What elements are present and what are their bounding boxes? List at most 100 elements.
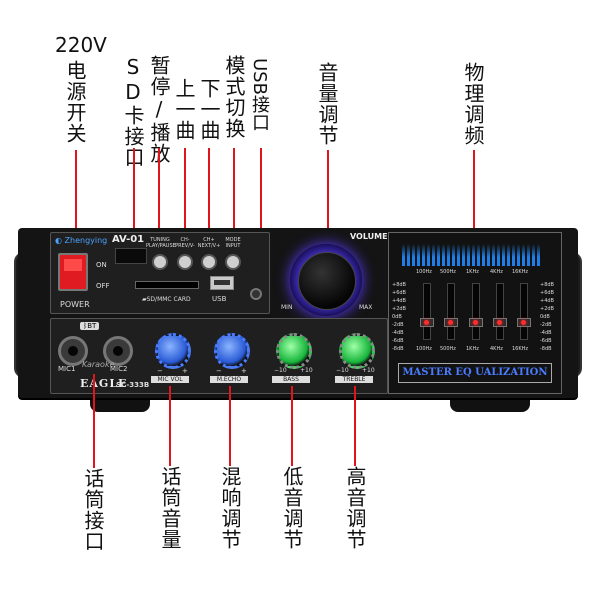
eq-freq-top-16k: 16KHz xyxy=(512,269,529,275)
eq-led-500hz xyxy=(448,320,453,325)
volume-min-label: MIN xyxy=(281,304,293,311)
eq-slider-4khz[interactable] xyxy=(496,283,504,340)
play-pause-button[interactable] xyxy=(152,254,168,270)
leader-pause xyxy=(158,148,160,258)
leader-mode xyxy=(233,148,235,258)
volume-knob[interactable] xyxy=(298,252,356,310)
power-on-label: ON xyxy=(96,261,107,269)
sd-card-label: ▰SD/MMC CARD xyxy=(142,296,191,303)
next-button[interactable] xyxy=(201,254,217,270)
mic1-jack[interactable] xyxy=(58,336,88,366)
brand-logo: ◐ Zhengying xyxy=(55,236,108,245)
leader-power xyxy=(75,150,77,258)
treble-plus: +10 xyxy=(362,367,375,374)
callout-eq: 物理调频 xyxy=(461,62,485,146)
echo-knob[interactable] xyxy=(214,333,250,369)
eq-freq-bottom-16k: 16KHz xyxy=(512,346,529,352)
bass-plus: +10 xyxy=(300,367,313,374)
sd-card-slot[interactable] xyxy=(135,281,199,289)
karaoke-script: Karaoke xyxy=(82,360,115,369)
eq-freq-top-1k: 1KHz xyxy=(466,269,479,275)
volume-label: VOLUME xyxy=(350,232,388,241)
treble-minus: −10 xyxy=(336,367,349,374)
callout-volume: 音量调节 xyxy=(315,62,339,146)
mic1-label: MIC1 xyxy=(58,365,76,373)
treble-label: TREBLE xyxy=(335,376,373,383)
leader-treble xyxy=(354,386,356,466)
aux-jack[interactable] xyxy=(250,288,262,300)
mic2-label: MIC2 xyxy=(110,365,128,373)
button-label-next: CH+ NEXT/V+ xyxy=(197,237,221,249)
bt-badge: ᛒBT xyxy=(80,322,100,330)
leader-mic-vol xyxy=(169,386,171,466)
eq-freq-bottom-100: 100Hz xyxy=(416,346,432,352)
leader-mic-jack xyxy=(93,374,95,468)
bluetooth-icon: ᛒ xyxy=(83,322,88,330)
mic-vol-minus: − xyxy=(157,367,163,375)
mic-vol-label: MIC VOL xyxy=(151,376,189,383)
bass-knob[interactable] xyxy=(276,333,312,369)
callout-echo: 混响调节 xyxy=(218,466,242,550)
leader-eq xyxy=(473,150,475,240)
mic-vol-knob[interactable] xyxy=(155,333,191,369)
eq-freq-top-500: 500Hz xyxy=(440,269,456,275)
eq-slider-16khz[interactable] xyxy=(520,283,528,340)
spectrum-display xyxy=(402,244,540,266)
callout-prev: 上一曲 xyxy=(172,78,196,141)
eq-freq-bottom-4k: 4KHz xyxy=(490,346,503,352)
eq-title: MASTER EQ UALIZATION xyxy=(398,363,552,383)
leader-next xyxy=(208,148,210,258)
mic-vol-plus: + xyxy=(182,367,188,375)
power-off-label: OFF xyxy=(96,282,110,290)
eq-slider-500hz[interactable] xyxy=(447,283,455,340)
eq-led-4khz xyxy=(497,320,502,325)
callout-power-switch: 电源开关 xyxy=(63,60,87,144)
leader-sd xyxy=(133,148,135,280)
button-label-mode: MODE INPUT xyxy=(225,237,241,249)
power-switch[interactable] xyxy=(58,253,88,291)
eq-led-1khz xyxy=(473,320,478,325)
brand-icon: ◐ xyxy=(55,236,65,245)
leader-prev xyxy=(184,148,186,258)
echo-minus: − xyxy=(216,367,222,375)
voltage-label: 220V xyxy=(55,33,107,57)
sd-icon: ▰ xyxy=(142,296,147,303)
display-window xyxy=(115,248,147,264)
callout-usb: USB接口 xyxy=(249,58,270,131)
eq-slider-100hz[interactable] xyxy=(423,283,431,340)
echo-label: M.ECHO xyxy=(210,376,248,383)
bass-label: BASS xyxy=(272,376,310,383)
eq-freq-top-100: 100Hz xyxy=(416,269,432,275)
mode-button[interactable] xyxy=(225,254,241,270)
callout-mic-vol: 话筒音量 xyxy=(158,466,182,550)
echo-plus: + xyxy=(241,367,247,375)
model-label: AV-01 xyxy=(112,234,145,245)
treble-knob[interactable] xyxy=(339,333,375,369)
prev-button[interactable] xyxy=(177,254,193,270)
button-label-prev: CH- PREV/V- xyxy=(175,237,195,249)
power-label: POWER xyxy=(60,300,90,309)
callout-pause-play: 暂停/播放 xyxy=(147,55,171,164)
callout-mic-jack: 话筒接口 xyxy=(81,468,105,552)
eq-slider-1khz[interactable] xyxy=(472,283,480,340)
eq-freq-top-4k: 4KHz xyxy=(490,269,503,275)
callout-next: 下一曲 xyxy=(197,78,221,141)
callout-mode: 模式切换 xyxy=(222,55,246,139)
usb-port[interactable] xyxy=(210,276,234,290)
power-rocker xyxy=(64,259,82,271)
eq-freq-bottom-500: 500Hz xyxy=(440,346,456,352)
leader-echo xyxy=(229,386,231,466)
leader-usb xyxy=(260,148,262,286)
eq-freq-bottom-1k: 1KHz xyxy=(466,346,479,352)
callout-treble: 高音调节 xyxy=(343,466,367,550)
eq-led-100hz xyxy=(424,320,429,325)
usb-port-inner xyxy=(214,280,230,285)
button-label-tuning: TUNING PLAY/PAUSE xyxy=(146,237,176,249)
usb-label: USB xyxy=(212,295,227,303)
mic2-jack[interactable] xyxy=(103,336,133,366)
callout-bass: 低音调节 xyxy=(280,466,304,550)
model-sc-label: SC-333B xyxy=(116,381,150,389)
volume-max-label: MAX xyxy=(359,304,373,311)
